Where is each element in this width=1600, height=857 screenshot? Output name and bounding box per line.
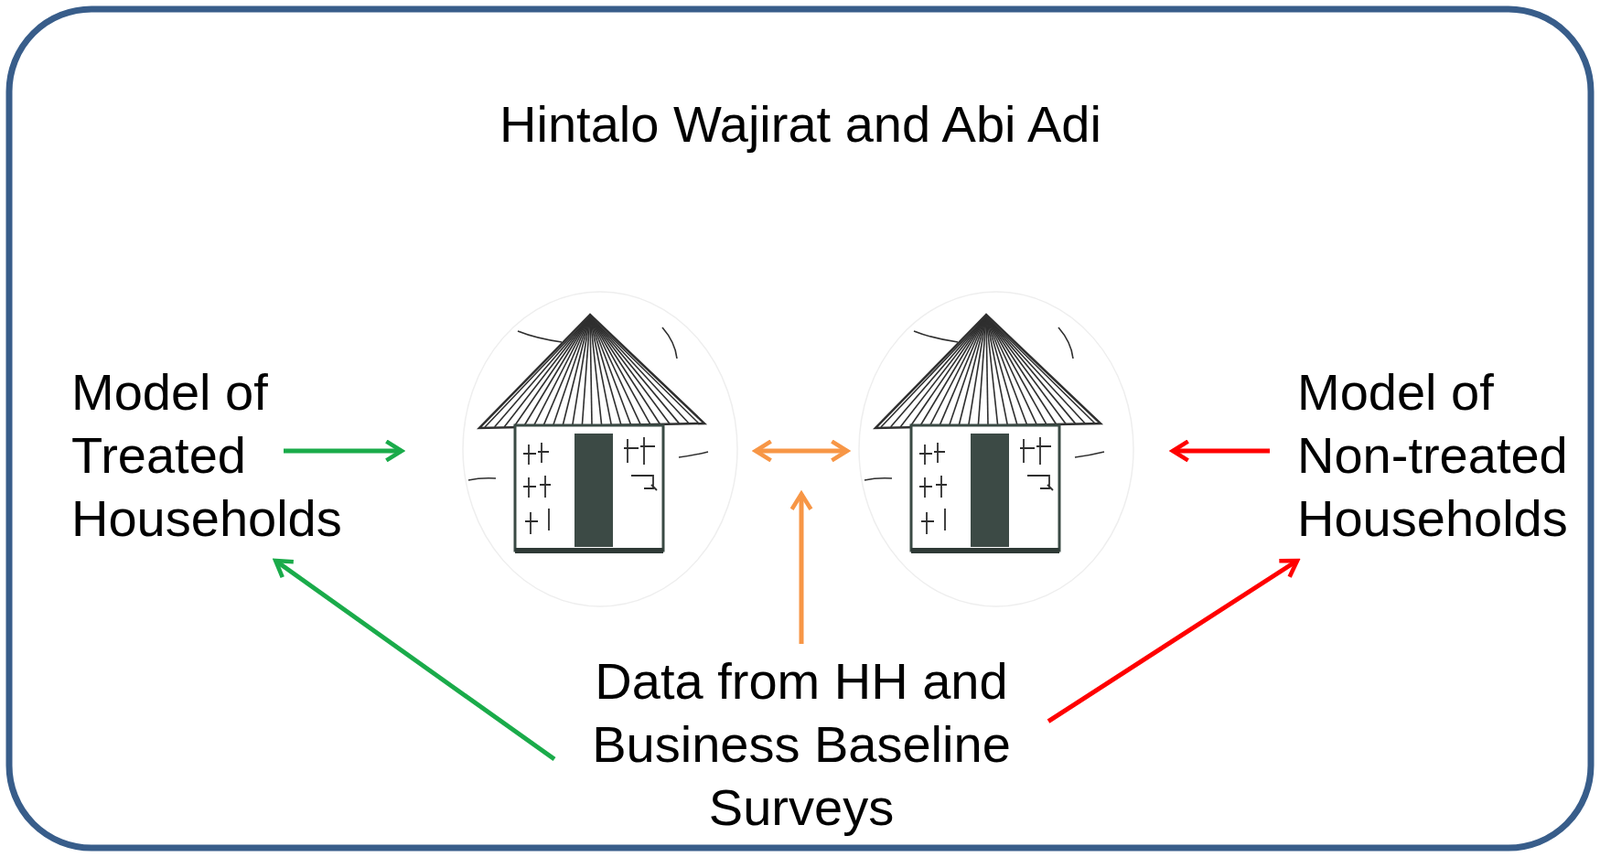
- frame: [9, 9, 1591, 849]
- arrow: [799, 493, 805, 645]
- node-label: Data from HH and Business Baseline Surve…: [563, 649, 1040, 839]
- text-node: Model of Non-treated Households: [1297, 360, 1583, 550]
- text-node: Model of Treated Households: [71, 360, 355, 550]
- text-node: Data from HH and Business Baseline Surve…: [563, 649, 1040, 839]
- hut-drawing: [462, 291, 738, 607]
- title: Hintalo Wajirat and Abi Adi: [434, 92, 1167, 156]
- connector-arrow: [275, 560, 555, 760]
- node-label: Model of Non-treated Households: [1297, 360, 1583, 550]
- arrow: [1172, 449, 1270, 454]
- double-arrow: [755, 449, 848, 454]
- arrow: [283, 449, 402, 454]
- connector-arrow: [1048, 560, 1298, 722]
- node-label: Model of Treated Households: [71, 360, 355, 550]
